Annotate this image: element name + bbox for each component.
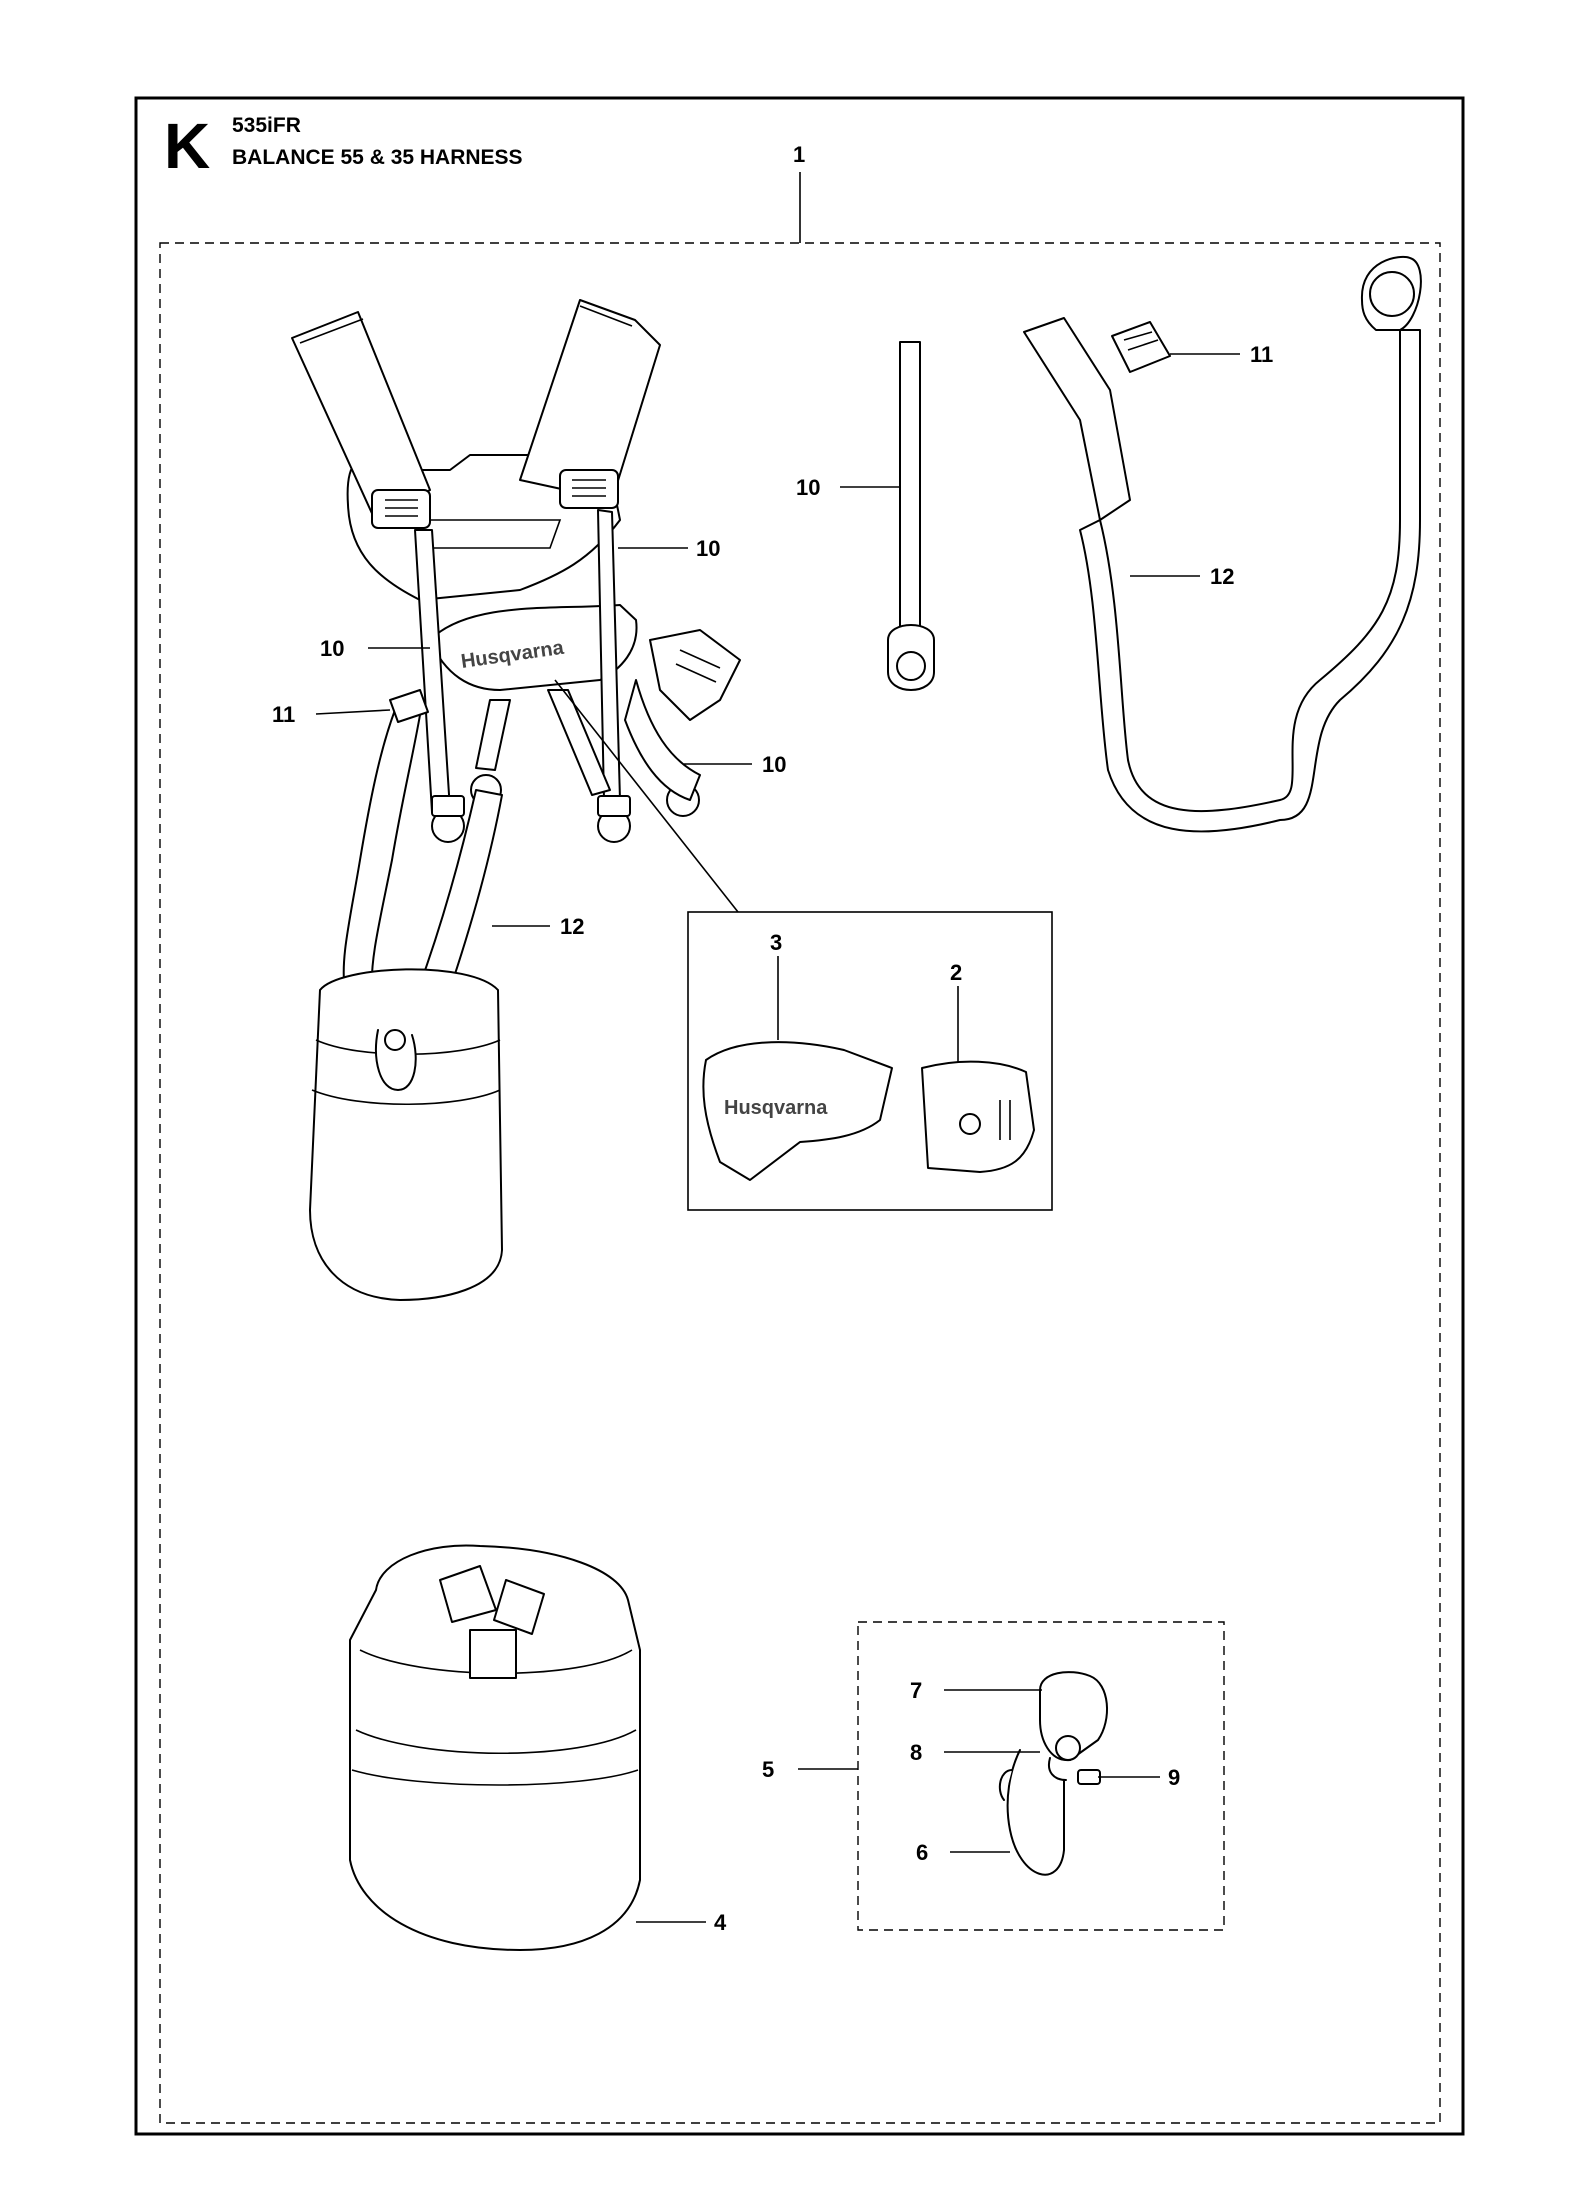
callout-10d[interactable]: 10 <box>796 475 820 500</box>
callout-11a[interactable]: 11 <box>272 702 295 727</box>
callout-4[interactable]: 4 <box>714 1910 727 1935</box>
page-frame <box>134 96 1465 2136</box>
callout-5[interactable]: 5 <box>762 1757 774 1782</box>
loose-strap-illustration <box>887 341 935 691</box>
detail-box-pads <box>687 911 1053 1211</box>
callout-3[interactable]: 3 <box>770 930 782 955</box>
harness-illustration: Husqvarna <box>291 299 741 1301</box>
hook-illustration <box>998 1671 1108 1876</box>
loose-belt-illustration <box>1023 255 1422 833</box>
callout-10a[interactable]: 10 <box>696 536 720 561</box>
callout-12a[interactable]: 12 <box>560 914 584 939</box>
pad-right-illustration <box>921 1060 1035 1173</box>
model-name: 535iFR <box>232 114 301 137</box>
leader-11a <box>315 709 391 715</box>
section-letter: K <box>164 110 210 182</box>
diagram-title: BALANCE 55 & 35 HARNESS <box>232 146 523 169</box>
leader-detail <box>554 679 739 913</box>
callout-10b[interactable]: 10 <box>320 636 344 661</box>
callout-11b[interactable]: 11 <box>1250 342 1273 367</box>
callout-6[interactable]: 6 <box>916 1840 928 1865</box>
callout-1[interactable]: 1 <box>793 142 805 167</box>
callout-7[interactable]: 7 <box>910 1678 922 1703</box>
pad-left-illustration: Husqvarna <box>702 1041 893 1181</box>
assembly-boundary <box>159 242 1441 2124</box>
bag-illustration <box>349 1544 641 1951</box>
callout-10c[interactable]: 10 <box>762 752 786 777</box>
callout-9[interactable]: 9 <box>1168 1765 1180 1790</box>
pad-logo-text: Husqvarna <box>724 1097 828 1119</box>
callout-12b[interactable]: 12 <box>1210 564 1234 589</box>
callout-2[interactable]: 2 <box>950 960 962 985</box>
callout-8[interactable]: 8 <box>910 1740 922 1765</box>
detail-box-hook <box>857 1621 1225 1931</box>
